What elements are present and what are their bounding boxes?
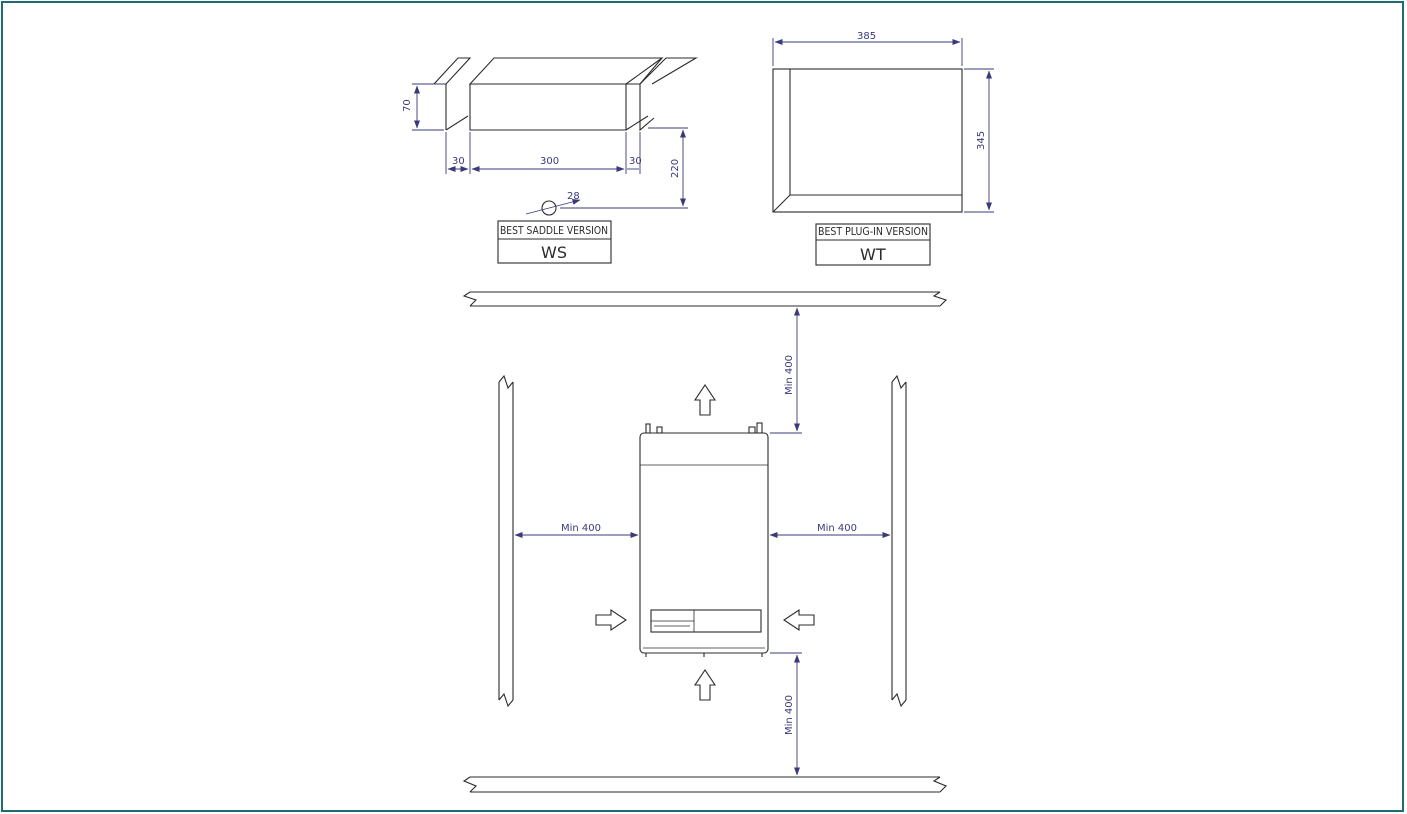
wall-right	[891, 374, 907, 708]
saddle-code: WS	[541, 243, 567, 262]
airflow-arrow-left	[595, 608, 627, 632]
clearance-top-dim: Min 400	[770, 307, 802, 434]
saddle-label: BEST SADDLE VERSION WS	[497, 220, 612, 264]
saddle-dim-height: 70	[402, 99, 413, 112]
wall-left	[498, 374, 514, 708]
clearance-right-label: Min 400	[817, 523, 857, 534]
saddle-dim-flange-left: 30	[452, 156, 465, 167]
wall-bottom	[462, 776, 947, 793]
airflow-arrow-bottom	[693, 669, 717, 701]
saddle-dim-diameter: 28	[567, 191, 580, 202]
saddle-dim-flange-right: 30	[629, 156, 642, 167]
plugin-label: BEST PLUG-IN VERSION WT	[815, 223, 931, 266]
airflow-arrow-right	[783, 608, 815, 632]
water-heater-unit	[639, 422, 769, 657]
saddle-title: BEST SADDLE VERSION	[500, 224, 608, 237]
saddle-dim-depth: 220	[670, 159, 681, 178]
clearance-bottom-label: Min 400	[784, 695, 795, 735]
clearance-left-label: Min 400	[561, 523, 601, 534]
saddle-dim-width: 300	[540, 156, 559, 167]
plugin-dim-height: 345	[976, 131, 987, 150]
plugin-code: WT	[860, 245, 886, 264]
plugin-title: BEST PLUG-IN VERSION	[818, 225, 928, 238]
clearance-right-dim: Min 400	[769, 523, 891, 538]
clearance-top-label: Min 400	[784, 355, 795, 395]
saddle-drawing: 70 30 300 30 220 28	[402, 57, 699, 216]
plugin-drawing: 385 345	[772, 31, 994, 213]
clearance-bottom-dim: Min 400	[770, 652, 802, 776]
plugin-dim-width: 385	[857, 31, 876, 42]
clearance-left-dim: Min 400	[514, 523, 639, 538]
airflow-arrow-top	[693, 384, 717, 416]
wall-top	[462, 291, 948, 307]
